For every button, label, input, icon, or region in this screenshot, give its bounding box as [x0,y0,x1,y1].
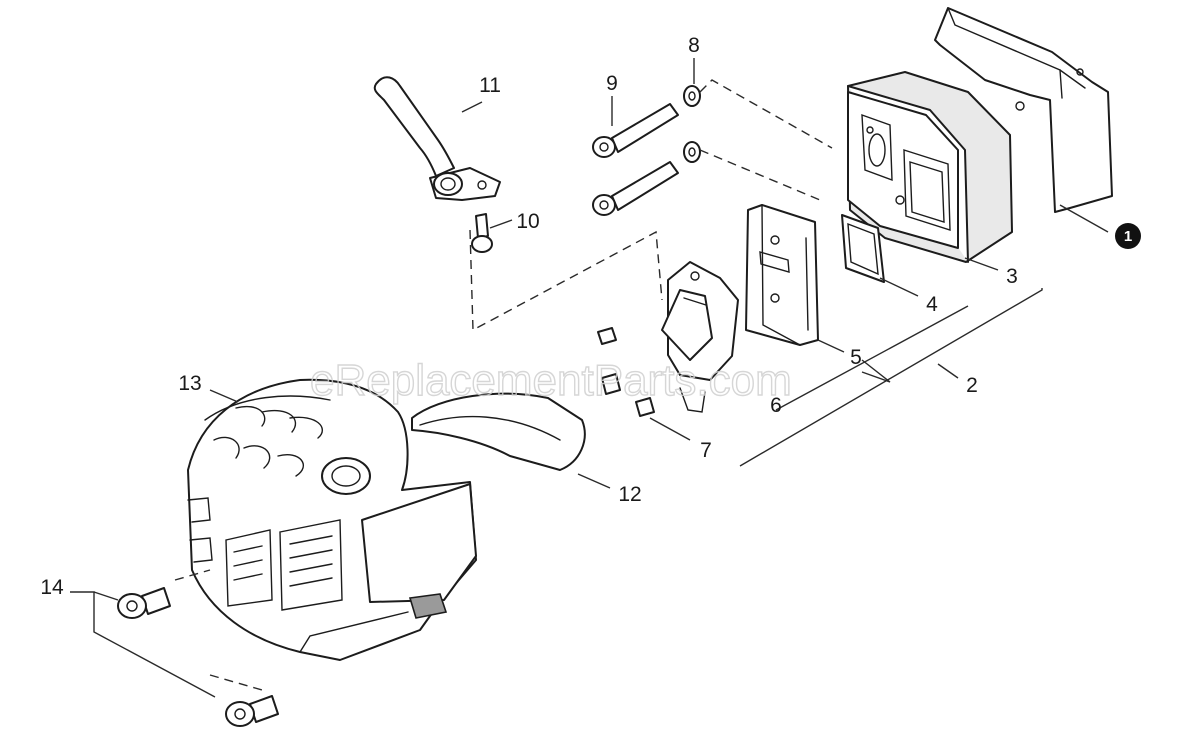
muffler-part-3[interactable] [847,71,1013,263]
callout-14[interactable]: 14 [40,576,64,599]
callout-2[interactable]: 2 [966,374,978,397]
washers-part-8[interactable] [683,85,701,163]
callout-13[interactable]: 13 [178,372,201,395]
callout-8[interactable]: 8 [688,34,700,57]
deflector-part-12[interactable] [411,392,586,471]
callout-leaders [70,58,1109,698]
callout-12[interactable]: 12 [618,483,641,506]
engine-cover-part-13[interactable] [187,378,477,661]
callout-1: 1 [1124,228,1132,245]
spark-arrestor-part-5[interactable] [745,204,819,346]
bolts-part-9[interactable] [592,103,679,216]
flange-screws-part-7[interactable] [597,327,655,417]
callout-9[interactable]: 9 [606,72,618,95]
callout-5[interactable]: 5 [850,346,862,369]
callout-7[interactable]: 7 [700,439,712,462]
gasket-part-4[interactable] [841,214,885,283]
callout-11[interactable]: 11 [479,74,501,97]
screw-part-10[interactable] [471,213,493,253]
heat-shield-part-1[interactable] [934,7,1113,213]
callout-4[interactable]: 4 [926,293,938,316]
bolts-part-14[interactable] [117,587,279,727]
callout-badge-1[interactable]: 1 [1115,223,1141,249]
callout-6[interactable]: 6 [770,394,782,417]
callout-10[interactable]: 10 [516,210,539,233]
assembly-guide-lines [174,79,833,691]
watermark-text: eReplacementParts.com [310,356,792,405]
spout-part-11[interactable] [373,76,501,201]
exhaust-flange-part-7[interactable] [661,261,739,413]
callout-3[interactable]: 3 [1006,265,1018,288]
